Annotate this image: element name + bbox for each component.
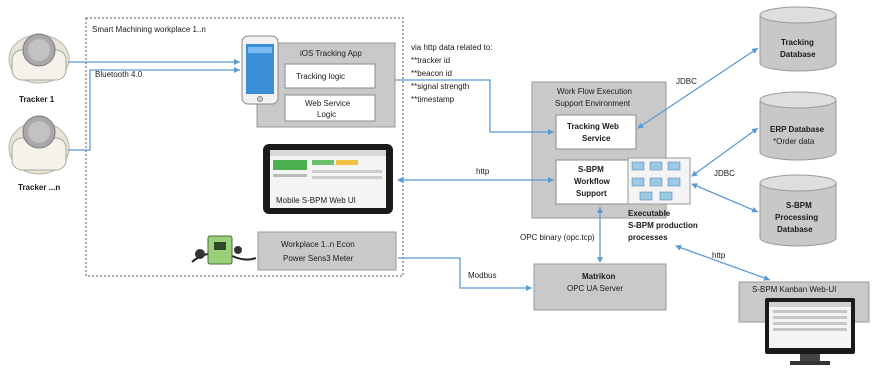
kanban-monitor-image: [765, 298, 855, 365]
tracking-logic-box: [284, 63, 376, 89]
web-service-label-2: Logic: [317, 110, 336, 119]
http-data-line-3: **beacon id: [411, 69, 452, 78]
executable-line-3: processes: [628, 233, 668, 242]
workplace-boundary: [85, 17, 404, 277]
tracking-ws-label-2: Service: [582, 134, 611, 143]
http-data-line-4: **signal strength: [411, 82, 469, 91]
kanban-title: S-BPM Kanban Web-UI: [752, 285, 836, 294]
workplace-title: Smart Machining workplace 1..n: [92, 25, 206, 34]
meter-device-image: [191, 235, 257, 265]
tracking-logic-label: Tracking logic: [296, 72, 345, 81]
tracker-1-label: Tracker 1: [19, 95, 55, 104]
sbpm-db-label-1: S-BPM: [786, 201, 812, 210]
ios-app-title: iOS Tracking App: [300, 49, 362, 58]
tracking-db-label-2: Database: [780, 50, 816, 59]
edge-label-http-kanban: http: [712, 251, 726, 260]
erp-database: [759, 91, 837, 161]
sbpm-ws-label-2: Workflow: [574, 177, 611, 186]
web-service-label-1: Web Service: [305, 99, 351, 108]
edge-label-http-ui: http: [476, 167, 490, 176]
bluetooth-label: Bluetooth 4.0: [95, 70, 143, 79]
edge-label-modbus: Modbus: [468, 271, 496, 280]
matrikon-label-1: Matrikon: [582, 272, 615, 281]
sbpm-db-label-3: Database: [777, 225, 813, 234]
sbpm-ws-label-1: S-BPM: [578, 165, 604, 174]
wfes-title-2: Support Environment: [555, 99, 631, 108]
process-diagram-thumbnail: [627, 157, 691, 205]
mobile-ui-label: Mobile S-BPM Web UI: [276, 196, 356, 205]
sbpm-processing-database: [759, 174, 837, 247]
http-data-line-2: **tracker id: [411, 56, 450, 65]
tracker-n-image: [8, 115, 70, 175]
tracking-database: [759, 6, 837, 72]
edge-label-jdbc-1: JDBC: [676, 77, 697, 86]
web-service-logic-box: [284, 94, 376, 122]
tablet-image: [263, 144, 393, 214]
sbpm-db-label-2: Processing: [775, 213, 818, 222]
http-data-line-1: via http data related to:: [411, 43, 492, 52]
tracker-1-image: [8, 33, 70, 84]
matrikon-label-2: OPC UA Server: [567, 284, 623, 293]
meter-box: [257, 231, 397, 271]
sbpm-ws-box: [555, 159, 629, 205]
erp-db-label-2: *Order data: [773, 137, 815, 146]
wfes-title-1: Work Flow Execution: [557, 87, 632, 96]
connections: [68, 47, 771, 291]
tracking-ws-box: [555, 114, 637, 150]
tracker-n-label: Tracker ...n: [18, 183, 60, 192]
tracking-ws-label-1: Tracking Web: [567, 122, 619, 131]
erp-db-label-1: ERP Database: [770, 125, 825, 134]
meter-label-2: Power Sens3 Meter: [283, 254, 354, 263]
executable-line-1: Executable: [628, 209, 671, 218]
http-data-line-5: **timestamp: [411, 95, 455, 104]
tracking-db-label-1: Tracking: [781, 38, 814, 47]
edge-label-opc: OPC binary (opc.tcp): [520, 233, 595, 242]
phone-image: [241, 35, 279, 105]
meter-label-1: Workplace 1..n Econ: [281, 240, 355, 249]
matrikon-box: [533, 263, 667, 311]
executable-line-2: S-BPM production: [628, 221, 698, 230]
sbpm-ws-label-3: Support: [576, 189, 607, 198]
edge-label-jdbc-2: JDBC: [714, 169, 735, 178]
